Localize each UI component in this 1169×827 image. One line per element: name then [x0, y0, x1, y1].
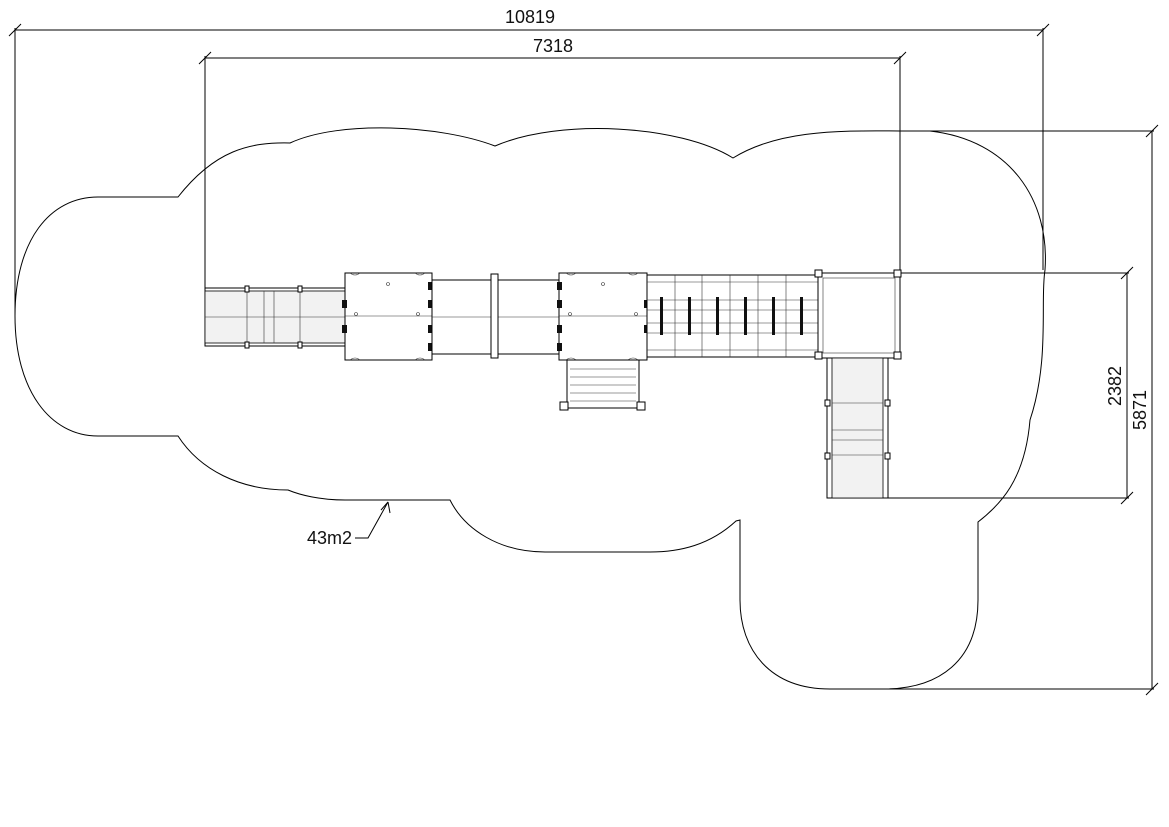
dimension-structure-width: [198, 51, 907, 288]
dimension-overall-depth-label: 5871: [1130, 390, 1150, 430]
corner-deck: [814, 269, 902, 360]
right-slide: [824, 357, 891, 499]
area-leader: [355, 501, 391, 539]
dimension-overall-width-label: 10819: [505, 7, 555, 27]
dimension-structure-width-label: 7318: [533, 36, 573, 56]
dimension-structure-depth: [888, 266, 1134, 505]
dimension-overall-width: [8, 23, 1050, 316]
safety-zone-outline: [14, 127, 1046, 690]
dimension-overall-depth: [880, 124, 1159, 696]
left-ramp: [204, 285, 346, 349]
middle-stairs: [559, 359, 646, 411]
middle-deck: [557, 272, 649, 361]
net-bridge: [646, 274, 819, 358]
dimension-structure-depth-label: 2382: [1105, 366, 1125, 406]
area-label: 43m2: [307, 528, 352, 548]
left-deck: [342, 272, 433, 361]
tunnel: [431, 273, 560, 359]
